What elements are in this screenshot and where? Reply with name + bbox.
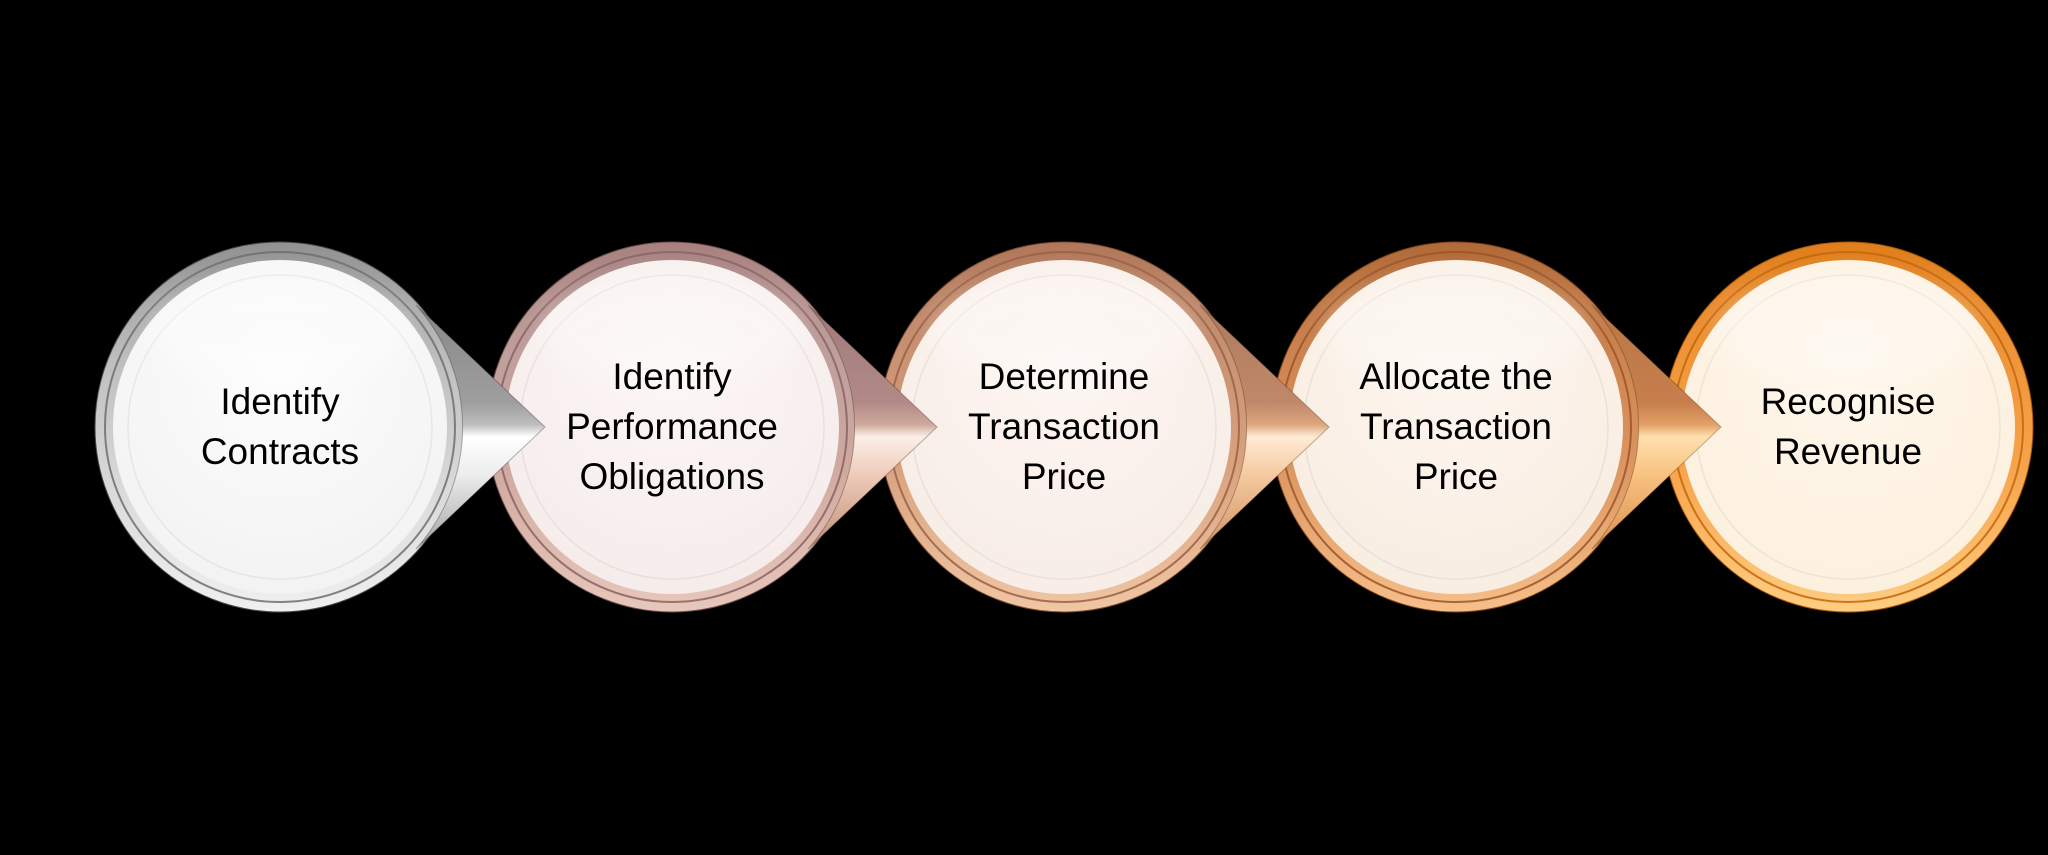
arrow-3-4	[1199, 304, 1330, 550]
step-circle-1	[94, 241, 466, 613]
arrow-4-5	[1591, 304, 1722, 550]
step-3-sheen	[934, 278, 1194, 382]
arrow-2-3	[807, 304, 938, 550]
step-1-sheen	[150, 278, 410, 382]
step-circle-4	[1270, 241, 1642, 613]
step-circle-3	[878, 241, 1250, 613]
arrow-1-2	[415, 304, 546, 550]
step-2-sheen	[542, 278, 802, 382]
step-circle-2	[486, 241, 858, 613]
step-1-ring-line	[104, 251, 456, 603]
step-5-sheen	[1718, 278, 1978, 382]
step-circle-5	[1662, 241, 2034, 613]
step-4-sheen	[1326, 278, 1586, 382]
step-1-inner-step	[127, 274, 433, 580]
